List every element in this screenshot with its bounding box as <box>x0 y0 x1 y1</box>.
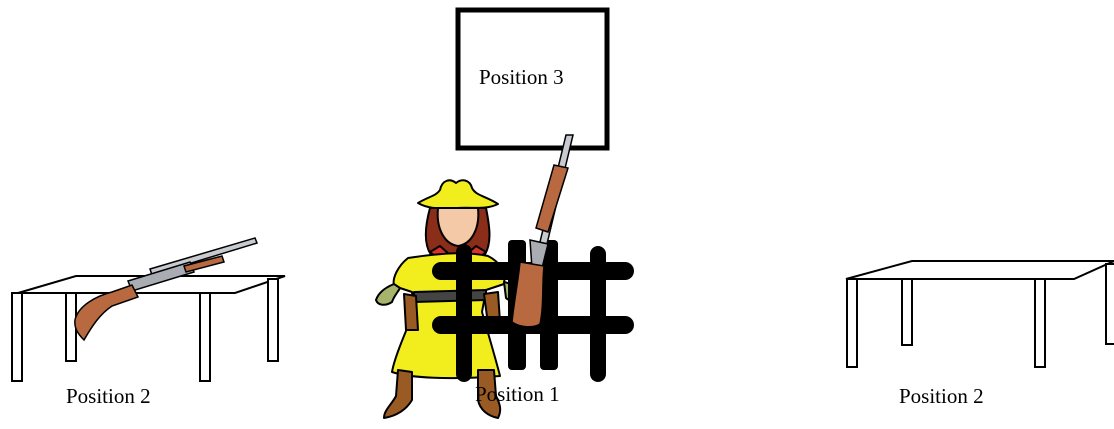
left-table <box>12 276 285 381</box>
right-table <box>846 261 1114 367</box>
position-2-left-label: Position 2 <box>66 384 151 409</box>
cowgirl-rifle-icon <box>512 135 573 327</box>
position-1-label: Position 1 <box>475 382 560 407</box>
position-3-label: Position 3 <box>479 65 564 90</box>
position-2-right-label: Position 2 <box>899 384 984 409</box>
